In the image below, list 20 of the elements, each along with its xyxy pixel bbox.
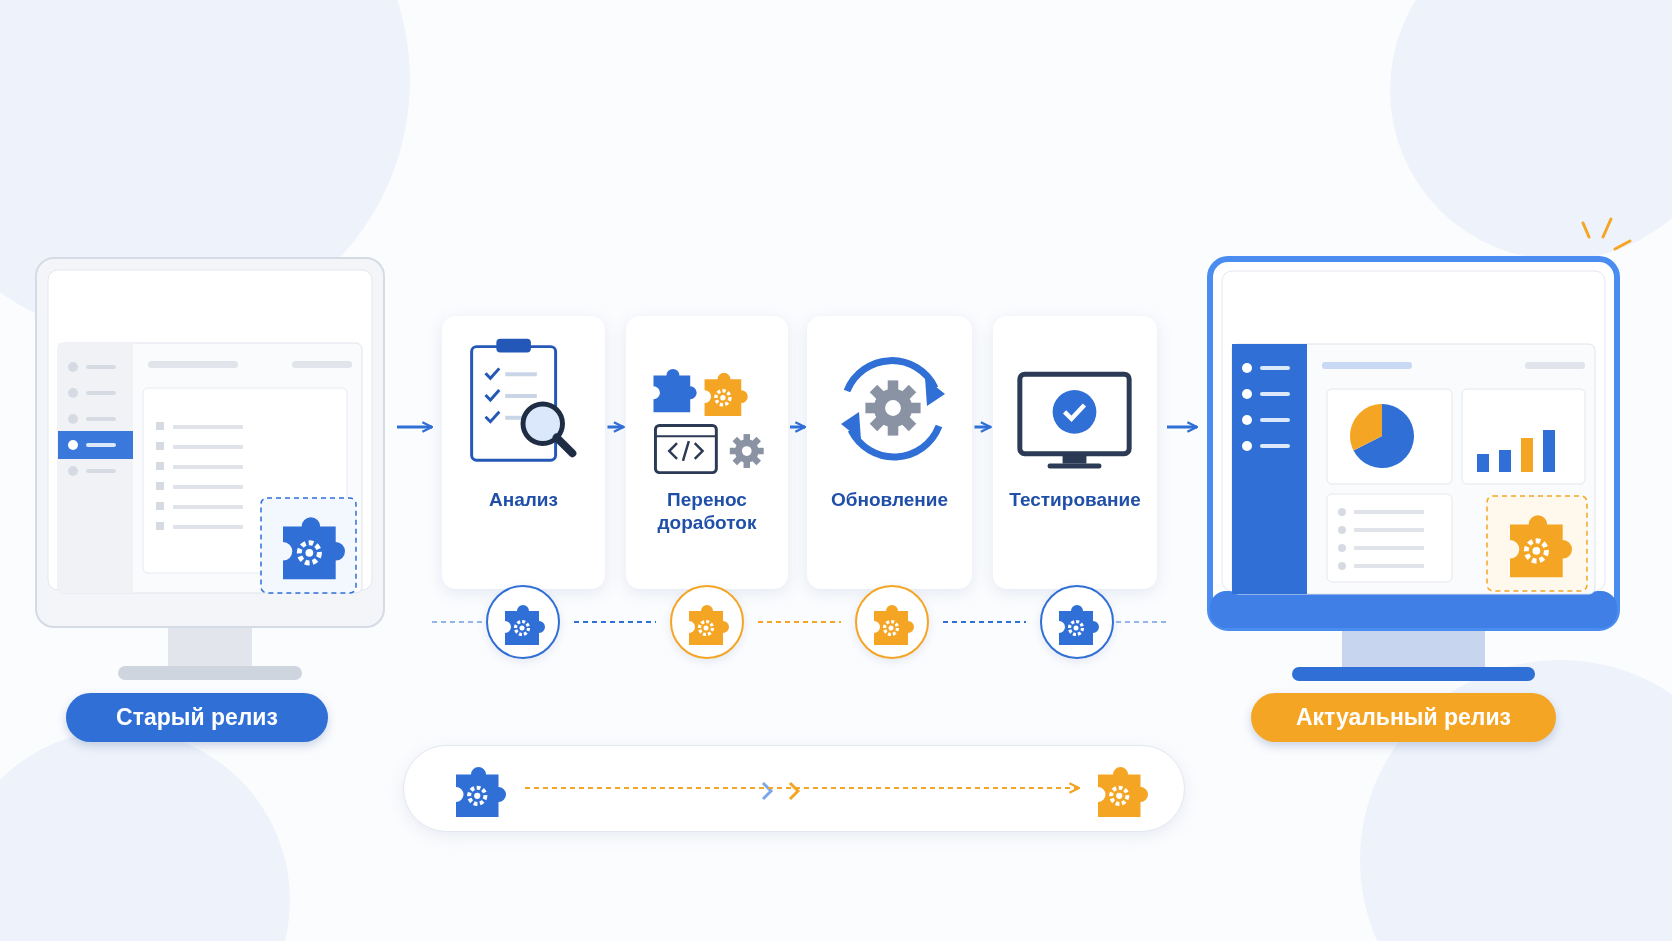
step-card (626, 316, 788, 589)
release-label: Старый релиз (66, 693, 328, 742)
arrow (974, 421, 992, 433)
arrow (397, 421, 434, 433)
step-card (442, 316, 605, 589)
release-label: Актуальный релиз (1251, 693, 1556, 742)
arrow (790, 421, 807, 433)
step-title: Тестирование (1008, 488, 1142, 511)
arrow (1167, 421, 1199, 433)
step-title: Обновление (829, 488, 950, 511)
connector-line (942, 621, 1027, 623)
arrow (524, 782, 1081, 794)
arrow (607, 421, 625, 433)
connector-line (573, 621, 657, 623)
step-card (993, 316, 1157, 589)
connector-line (757, 621, 842, 623)
step-card (807, 316, 972, 589)
step-title: Перенос доработок (656, 488, 758, 534)
step-title: Анализ (488, 488, 559, 511)
monitor-drawing (33, 255, 387, 680)
